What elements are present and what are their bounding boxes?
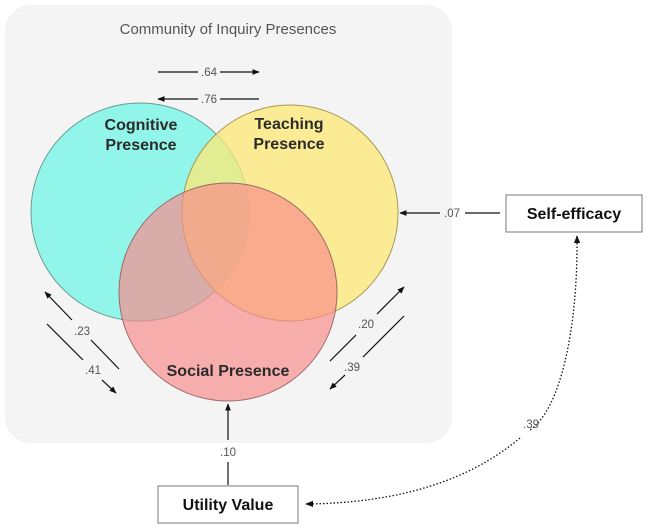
path-utility-value-to-social: .10 bbox=[220, 403, 236, 485]
utility-value-box: Utility Value bbox=[157, 485, 299, 524]
teaching-presence-label: Teaching bbox=[254, 116, 323, 133]
coef-label: .20 bbox=[358, 319, 374, 331]
coef-label: .39 bbox=[523, 419, 539, 431]
self-efficacy-box: Self-efficacy bbox=[505, 194, 643, 233]
path-teaching-to-social: .39 bbox=[329, 315, 405, 390]
social-presence-circle bbox=[118, 182, 338, 402]
social-presence-label: Social Presence bbox=[167, 363, 290, 380]
utility-value-label: Utility Value bbox=[183, 497, 274, 514]
panel-title: Community of Inquiry Presences bbox=[120, 21, 337, 38]
teaching-presence-label: Presence bbox=[253, 136, 324, 153]
coef-label: .41 bbox=[85, 365, 101, 377]
cognitive-presence-label: Cognitive bbox=[105, 117, 178, 134]
path-cognitive-to-teaching: .64 bbox=[158, 67, 260, 79]
self-efficacy-label: Self-efficacy bbox=[527, 206, 621, 223]
cognitive-presence-label: Presence bbox=[105, 137, 176, 154]
path-self-efficacy-to-teaching: .07 bbox=[399, 208, 500, 220]
coef-label: .39 bbox=[344, 362, 360, 374]
coef-label: .07 bbox=[444, 208, 460, 220]
coef-label: .64 bbox=[201, 67, 218, 79]
correlation-self-efficacy-utility-value: .39 bbox=[305, 235, 581, 508]
coef-label: .76 bbox=[201, 94, 217, 106]
path-teaching-to-cognitive: .76 bbox=[157, 94, 259, 106]
path-social-to-teaching: .20 bbox=[329, 286, 405, 362]
coef-label: .23 bbox=[74, 326, 90, 338]
path-social-to-cognitive: .23 bbox=[44, 291, 120, 370]
path-cognitive-to-social: .41 bbox=[46, 323, 117, 394]
coef-label: .10 bbox=[220, 447, 236, 459]
